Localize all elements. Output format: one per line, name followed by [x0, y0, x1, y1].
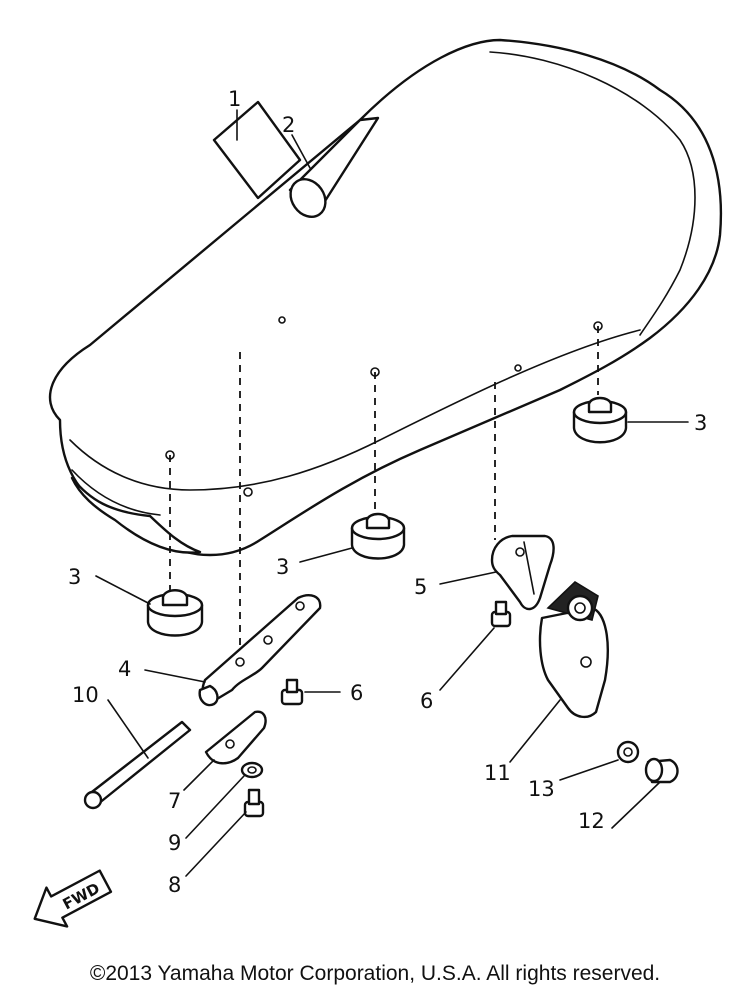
warning-label-tag	[212, 100, 302, 200]
copyright-notice: ©2013 Yamaha Motor Corporation, U.S.A. A…	[89, 962, 661, 985]
seat-bracket-rear	[490, 534, 555, 611]
callout-1: 1	[228, 87, 241, 111]
forward-arrow-icon: FWD	[33, 869, 113, 928]
seat-bracket-front	[198, 594, 322, 707]
seat-lock	[538, 580, 609, 719]
callout-3: 3	[276, 555, 289, 579]
callout-3: 3	[68, 565, 81, 589]
bolt	[280, 678, 304, 706]
callout-5: 5	[414, 575, 427, 599]
damper-rubber	[350, 512, 406, 560]
callout-6: 6	[420, 689, 433, 713]
bolt	[243, 788, 265, 818]
nut	[616, 740, 640, 764]
hinge-pin	[83, 720, 192, 810]
callout-13: 13	[528, 777, 555, 801]
callout-9: 9	[168, 831, 181, 855]
callout-12: 12	[578, 809, 605, 833]
callout-8: 8	[168, 873, 181, 897]
leader-lines	[95, 109, 689, 877]
callout-6: 6	[350, 681, 363, 705]
callout-3: 3	[694, 411, 707, 435]
callout-10: 10	[72, 683, 99, 707]
seat-strap	[288, 116, 380, 218]
callout-4: 4	[118, 657, 131, 681]
washer	[240, 761, 264, 779]
bolt	[490, 600, 512, 628]
cap-bolt	[644, 757, 679, 784]
callout-7: 7	[168, 789, 181, 813]
seat	[48, 38, 723, 557]
mounting-plate	[204, 710, 267, 765]
damper-rubber	[572, 396, 628, 444]
callout-labels: 1 2 3 3 3 4 5 6 6 10 7 9 8 11 13 12	[68, 87, 707, 897]
damper-rubber	[146, 589, 204, 637]
callout-2: 2	[282, 113, 295, 137]
callout-11: 11	[484, 761, 511, 785]
